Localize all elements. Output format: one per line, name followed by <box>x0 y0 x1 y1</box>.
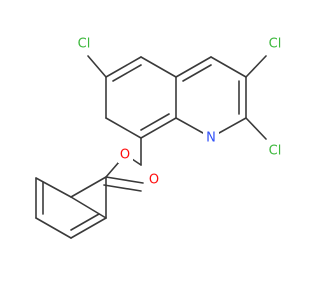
label-background <box>118 147 133 163</box>
bond <box>105 161 120 178</box>
molecule-canvas: Cl Cl Cl N O O <box>35 36 286 239</box>
label-background <box>203 130 219 146</box>
bond <box>70 217 107 239</box>
bond <box>140 117 177 139</box>
bond <box>218 117 247 134</box>
bond-layer <box>35 55 267 239</box>
bond <box>103 184 142 192</box>
bond <box>175 117 204 134</box>
chlorine-atom-label: Cl <box>269 37 282 52</box>
oxygen-atom-label: O <box>120 148 130 163</box>
bond <box>140 113 170 131</box>
bond <box>245 117 267 140</box>
bond <box>105 56 142 78</box>
chlorine-atom-label: Cl <box>78 37 91 52</box>
label-background <box>264 36 286 52</box>
bond <box>112 64 142 82</box>
bond <box>140 56 177 78</box>
chlorine-atom-label: Cl <box>269 144 282 159</box>
bond <box>70 176 107 198</box>
bond <box>70 196 107 219</box>
bond <box>245 55 267 78</box>
label-background <box>73 36 95 52</box>
bond <box>35 217 72 239</box>
bond <box>175 56 212 78</box>
oxygen-atom-label: O <box>149 173 159 188</box>
bond <box>210 56 247 78</box>
label-background <box>264 143 286 159</box>
bond <box>87 55 107 78</box>
nitrogen-atom-label: N <box>206 131 216 146</box>
bond <box>105 117 142 139</box>
bond <box>105 176 144 184</box>
atom-label-layer: Cl Cl Cl N O O <box>73 36 286 188</box>
bond <box>70 213 100 231</box>
bond <box>182 64 212 82</box>
label-background <box>147 172 162 188</box>
bond <box>131 158 142 166</box>
structure-diagram: Cl Cl Cl N O O <box>35 36 286 239</box>
bond <box>35 177 72 198</box>
